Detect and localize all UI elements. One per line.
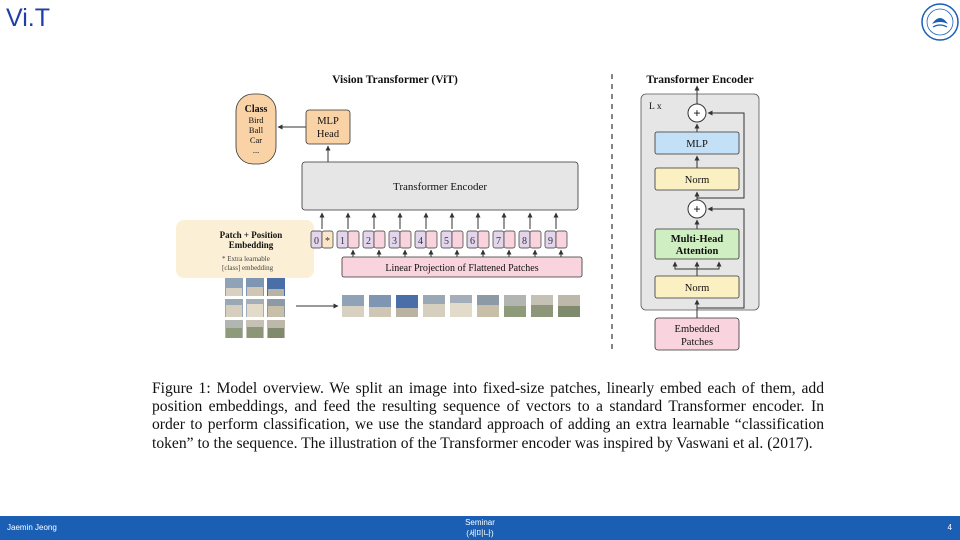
mlp-head-line1: MLP (317, 116, 339, 127)
svg-text:*: * (325, 236, 330, 247)
token-8: 8 (518, 230, 542, 249)
class-box (235, 93, 277, 165)
linear-projection-box (341, 256, 583, 278)
token-7: 7 (492, 230, 516, 249)
token-4: 4 (414, 230, 438, 249)
encoder-norm-bottom-box (654, 275, 740, 299)
svg-text:Norm: Norm (685, 283, 710, 294)
class-item-bird: Bird (248, 115, 264, 125)
token-row: 0* 1 2 3 4 5 6 7 8 9 (310, 230, 568, 249)
university-logo-icon (921, 3, 959, 41)
svg-text:9: 9 (548, 236, 553, 247)
patch-embed-line2: Embedding (229, 240, 274, 250)
svg-text:Embedded: Embedded (675, 324, 721, 335)
footer-center-line2: (세미나) (466, 529, 494, 538)
token-6: 6 (466, 230, 490, 249)
figure-caption: Figure 1: Model overview. We split an im… (152, 380, 824, 452)
svg-text:Patches: Patches (681, 337, 713, 348)
token-0: 0* (310, 230, 334, 249)
footer-bar: Jaemin Jeong Seminar (세미나) 4 (0, 516, 960, 540)
svg-text:5: 5 (444, 236, 449, 247)
class-item-ball: Ball (249, 125, 264, 135)
svg-text:+: + (693, 202, 700, 217)
qkv-arrows (672, 261, 722, 276)
encoder-repeat-label: L x (649, 102, 662, 112)
svg-text:Multi-Head: Multi-Head (671, 234, 724, 245)
transformer-encoder-box (301, 161, 579, 211)
token-5: 5 (440, 230, 464, 249)
class-item-more: ... (253, 145, 259, 155)
patch-embed-note2: [class] embedding (222, 264, 274, 272)
token-1: 1 (336, 230, 360, 249)
token-arrows (319, 212, 559, 229)
svg-text:7: 7 (496, 236, 501, 247)
slide-title: Vi.T (6, 4, 50, 32)
footer-center-line1: Seminar (465, 518, 495, 527)
class-item-car: Car (250, 135, 262, 145)
projection-arrows (350, 249, 564, 257)
footer-author: Jaemin Jeong (7, 523, 57, 532)
patch-embed-line1: Patch + Position (220, 230, 283, 240)
linear-projection-label: Linear Projection of Flattened Patches (385, 263, 538, 274)
svg-text:8: 8 (522, 236, 527, 247)
footer-center: Seminar (세미나) (440, 517, 520, 539)
page-number: 4 (947, 523, 952, 532)
class-heading: Class (245, 104, 268, 115)
svg-text:4: 4 (418, 236, 423, 247)
encoder-detail-title: Transformer Encoder (646, 74, 753, 86)
vit-architecture-diagram: Vision Transformer (ViT) Transformer Enc… (176, 74, 760, 351)
flattened-patches (342, 295, 580, 317)
svg-text:Attention: Attention (676, 246, 719, 257)
mlp-head-line2: Head (317, 129, 340, 140)
patch-position-embedding-box (176, 220, 314, 278)
transformer-encoder-label: Transformer Encoder (393, 181, 487, 193)
vit-title: Vision Transformer (ViT) (332, 74, 458, 86)
embedded-patches-box (654, 317, 740, 351)
svg-text:0: 0 (314, 236, 319, 247)
token-9: 9 (544, 230, 568, 249)
svg-text:Norm: Norm (685, 175, 710, 186)
token-3: 3 (388, 230, 412, 249)
token-2: 2 (362, 230, 386, 249)
svg-text:2: 2 (366, 236, 371, 247)
svg-text:3: 3 (392, 236, 397, 247)
svg-text:MLP: MLP (686, 139, 708, 150)
svg-text:1: 1 (340, 236, 345, 247)
svg-text:6: 6 (470, 236, 475, 247)
patch-embed-note1: * Extra learnable (222, 255, 270, 263)
svg-text:+: + (693, 106, 700, 121)
input-image-grid (225, 278, 285, 338)
